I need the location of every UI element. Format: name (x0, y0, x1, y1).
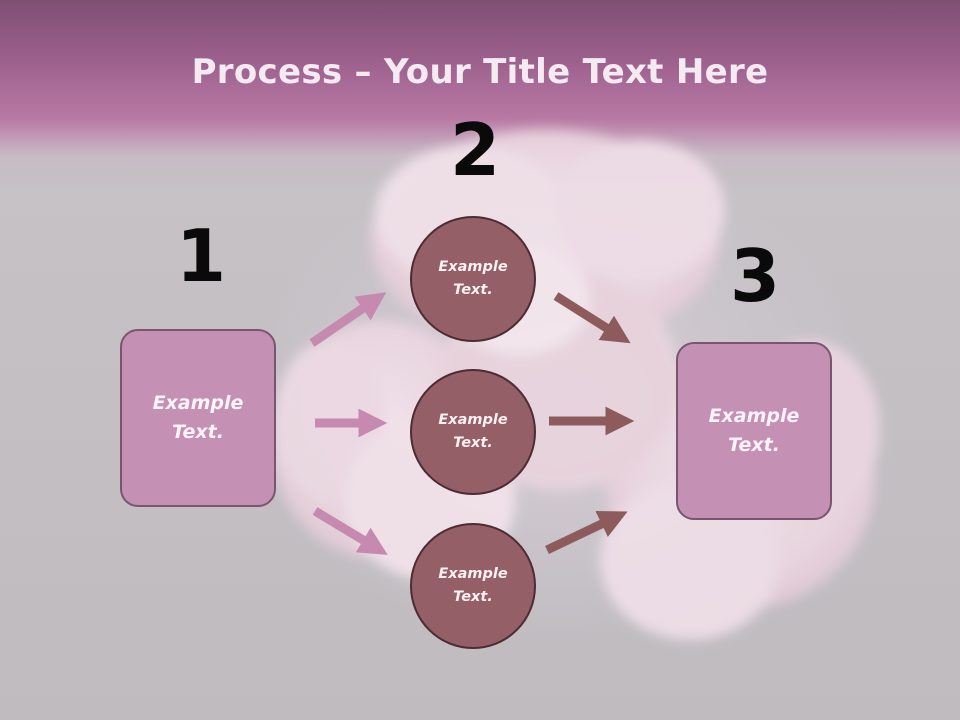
step-number-3: 3 (730, 234, 781, 318)
step-number-2: 2 (450, 108, 501, 192)
slide-title: Process – Your Title Text Here (0, 52, 960, 92)
title-rest: – Your Title Text Here (342, 52, 769, 92)
arrow-left-to-bottom (312, 507, 388, 555)
process-circle-middle[interactable]: Example Text. (410, 369, 536, 495)
box-right-text: Example Text. (708, 405, 800, 456)
process-circle-bottom[interactable]: Example Text. (410, 523, 536, 649)
circle-middle-text: Example Text. (438, 412, 508, 451)
step-number-1: 1 (176, 214, 227, 298)
process-box-right[interactable]: Example Text. (676, 342, 832, 520)
arrow-left-to-top (309, 292, 387, 347)
title-bold: Process (191, 52, 343, 92)
box-left-text: Example Text. (152, 392, 244, 443)
process-circle-top[interactable]: Example Text. (410, 216, 536, 342)
process-box-left[interactable]: Example Text. (120, 329, 276, 507)
arrow-bottom-to-right (545, 510, 628, 555)
circle-bottom-text: Example Text. (438, 566, 508, 605)
arrow-top-to-right (553, 292, 631, 344)
circle-top-text: Example Text. (438, 259, 508, 298)
